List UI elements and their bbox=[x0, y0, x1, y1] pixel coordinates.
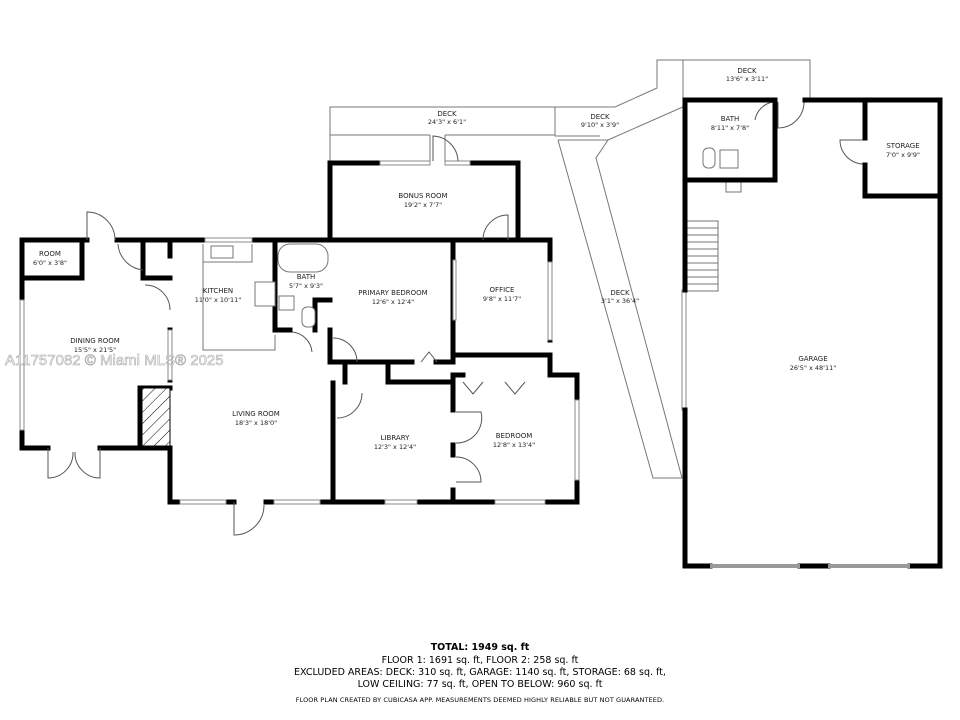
svg-text:9'10" x 3'9": 9'10" x 3'9" bbox=[581, 121, 619, 129]
excluded-areas-continued: LOW CEILING: 77 sq. ft, OPEN TO BELOW: 9… bbox=[357, 679, 603, 690]
room-labels: ROOM 6'0" x 3'8" DINING ROOM 15'5" x 21'… bbox=[33, 67, 920, 451]
fixtures bbox=[141, 147, 742, 447]
room-label-room: ROOM bbox=[39, 250, 61, 258]
room-label-kitchen: KITCHEN bbox=[203, 287, 233, 295]
svg-text:8'11" x 7'8": 8'11" x 7'8" bbox=[711, 124, 749, 132]
disclaimer: FLOOR PLAN CREATED BY CUBICASA APP. MEAS… bbox=[295, 696, 665, 704]
room-label-living: LIVING ROOM bbox=[232, 410, 280, 418]
room-label-office: OFFICE bbox=[490, 286, 515, 294]
mls-watermark: A11757082 © Miami MLS® 2025 bbox=[5, 352, 224, 369]
floor-areas: FLOOR 1: 1691 sq. ft, FLOOR 2: 258 sq. f… bbox=[381, 655, 579, 666]
doors bbox=[47, 101, 865, 536]
svg-text:15'5" x 21'5": 15'5" x 21'5" bbox=[74, 346, 116, 354]
room-label-bedroom: BEDROOM bbox=[496, 432, 533, 440]
deck-label-top: DECK bbox=[737, 67, 757, 75]
room-label-bonus: BONUS ROOM bbox=[398, 192, 447, 200]
svg-text:18'3" x 18'0": 18'3" x 18'0" bbox=[235, 419, 277, 427]
svg-text:24'3" x 6'1": 24'3" x 6'1" bbox=[428, 118, 466, 126]
room-label-garage-bath: BATH bbox=[721, 115, 740, 123]
svg-text:3'1" x 36'4": 3'1" x 36'4" bbox=[601, 297, 639, 305]
svg-text:11'0" x 10'11": 11'0" x 10'11" bbox=[195, 296, 241, 304]
windows bbox=[19, 160, 687, 505]
svg-text:7'0" x 9'9": 7'0" x 9'9" bbox=[886, 151, 920, 159]
deck-label-main: DECK bbox=[437, 110, 457, 118]
room-label-bath: BATH bbox=[297, 273, 316, 281]
excluded-areas: EXCLUDED AREAS: DECK: 310 sq. ft, GARAGE… bbox=[294, 667, 666, 678]
room-label-dining: DINING ROOM bbox=[70, 337, 120, 345]
svg-text:13'6" x 3'11": 13'6" x 3'11" bbox=[726, 75, 768, 83]
room-label-library: LIBRARY bbox=[381, 434, 411, 442]
stairs bbox=[686, 220, 719, 292]
svg-text:9'8" x 11'7": 9'8" x 11'7" bbox=[483, 295, 521, 303]
total-area: TOTAL: 1949 sq. ft bbox=[430, 642, 530, 653]
svg-text:12'6" x 12'4": 12'6" x 12'4" bbox=[372, 298, 414, 306]
svg-text:5'7" x 9'3": 5'7" x 9'3" bbox=[289, 282, 323, 290]
room-label-storage: STORAGE bbox=[886, 142, 919, 150]
svg-text:26'5" x 48'11": 26'5" x 48'11" bbox=[790, 364, 836, 372]
deck-label-long: DECK bbox=[610, 289, 630, 297]
deck-label-connector: DECK bbox=[590, 113, 610, 121]
room-label-primary: PRIMARY BEDROOM bbox=[358, 289, 427, 297]
svg-text:12'8" x 13'4": 12'8" x 13'4" bbox=[493, 441, 535, 449]
garage-walls bbox=[682, 97, 943, 569]
svg-text:12'3" x 12'4": 12'3" x 12'4" bbox=[374, 443, 416, 451]
deck-outlines bbox=[329, 59, 811, 479]
svg-text:6'0" x 3'8": 6'0" x 3'8" bbox=[33, 259, 67, 267]
svg-text:19'2" x 7'7": 19'2" x 7'7" bbox=[404, 201, 442, 209]
room-label-garage: GARAGE bbox=[798, 355, 827, 363]
house-walls bbox=[19, 160, 580, 505]
